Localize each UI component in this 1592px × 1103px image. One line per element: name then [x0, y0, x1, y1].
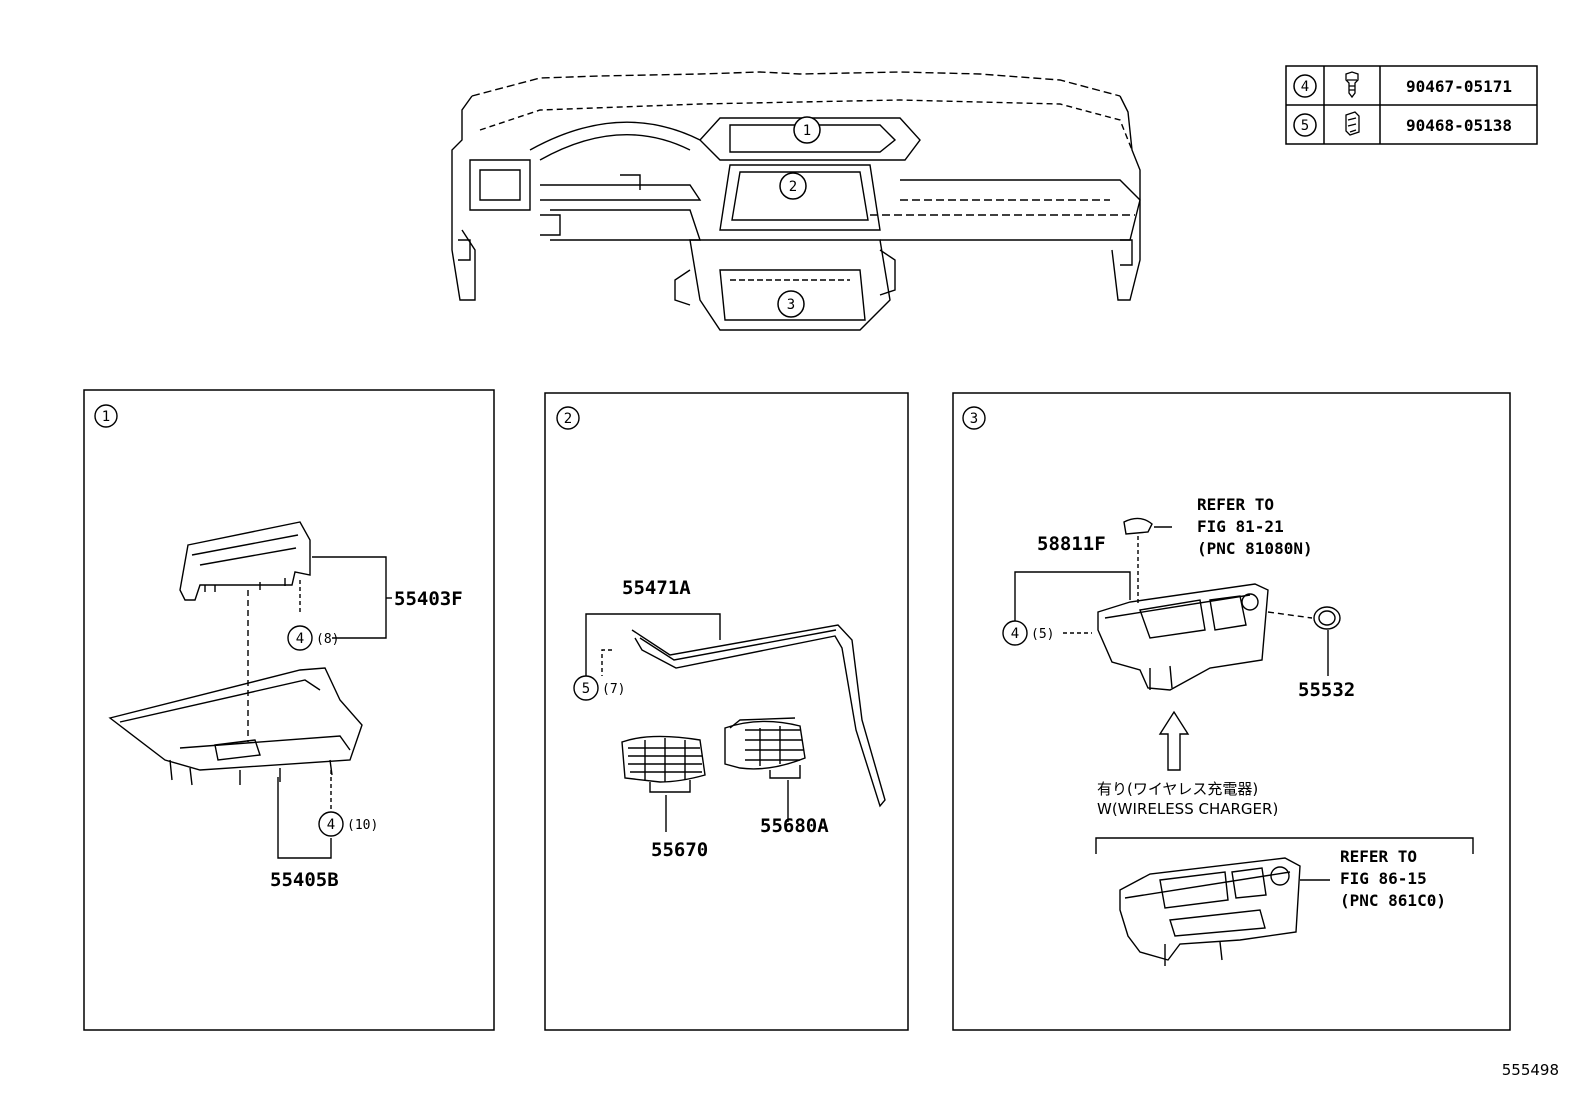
overview-callout-3: 3: [787, 297, 795, 313]
refer-note-top: (PNC 81080N): [1197, 539, 1313, 558]
part-label-55403F: 55403F: [394, 588, 463, 610]
figure-id: 555498: [1502, 1061, 1559, 1079]
panel-number: 1: [102, 409, 110, 425]
legend-part-number: 90467-05171: [1406, 77, 1512, 96]
clip-ref-5: 5: [582, 681, 590, 697]
clip-qty: (8): [316, 632, 339, 647]
variant-label-en: W(WIRELESS CHARGER): [1097, 800, 1278, 818]
panel2-parts-drawing: [585, 613, 886, 832]
clip-callout-circles: [1002, 620, 1028, 646]
clip-ref-4: 4: [1011, 626, 1019, 642]
clip-qty: (5): [1031, 627, 1054, 642]
part-label-55405B: 55405B: [270, 869, 339, 891]
variant-label-jp: 有り(ワイヤレス充電器): [1097, 780, 1258, 798]
refer-note-bottom: FIG 86-15: [1340, 869, 1427, 888]
panel-number: 3: [970, 411, 978, 427]
dashboard-overview-drawing: [451, 71, 1141, 331]
overview-callout-2: 2: [789, 179, 797, 195]
part-label-55670: 55670: [651, 839, 708, 861]
panel-number: 2: [564, 411, 572, 427]
clip-ref-4: 4: [296, 631, 304, 647]
panel3-parts-drawing: [1014, 517, 1474, 966]
legend-ref-5: 5: [1301, 118, 1309, 134]
panel-number-circles: [94, 404, 986, 430]
clip-icon: [1345, 71, 1359, 99]
clip-ref-4: 4: [327, 817, 335, 833]
part-label-55471A: 55471A: [622, 577, 691, 599]
part-label-55532: 55532: [1298, 679, 1355, 701]
refer-note-bottom: REFER TO: [1340, 847, 1417, 866]
legend-part-number: 90468-05138: [1406, 116, 1512, 135]
legend-table: [1285, 65, 1538, 145]
refer-note-top: FIG 81-21: [1197, 517, 1284, 536]
clip-callout-circles: [287, 625, 344, 837]
refer-note-top: REFER TO: [1197, 495, 1274, 514]
clip-qty: (7): [602, 682, 625, 697]
panel1-parts-drawing: [108, 521, 392, 859]
clip-qty: (10): [347, 818, 378, 833]
clip-callout-circles: [573, 675, 599, 701]
refer-note-bottom: (PNC 861C0): [1340, 891, 1446, 910]
overview-callout-1: 1: [803, 123, 811, 139]
part-label-55680A: 55680A: [760, 815, 829, 837]
clip-icon: [1345, 111, 1360, 136]
overview-callout-circles: [777, 116, 821, 318]
panel-frames: [83, 389, 1511, 1031]
legend-ref-4: 4: [1301, 79, 1309, 95]
part-label-58811F: 58811F: [1037, 533, 1106, 555]
